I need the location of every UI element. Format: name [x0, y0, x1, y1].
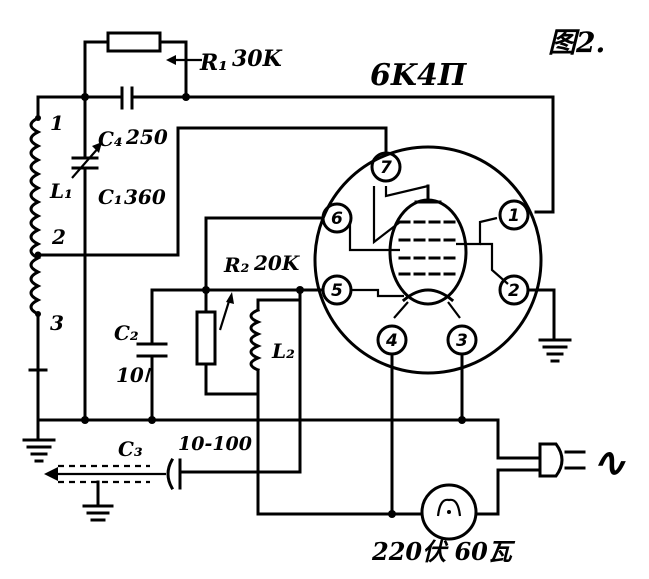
tube-pin-3: 3 [446, 324, 478, 356]
r1-value: 30K [232, 46, 283, 72]
lamp-caption: 220伏 60瓦 [371, 537, 516, 566]
svg-text:7: 7 [380, 158, 392, 178]
tube-6k4p [313, 145, 543, 375]
coil-tap-1: 1 [50, 111, 64, 135]
ground-symbol-right [526, 288, 572, 363]
pin6-wire [204, 216, 325, 292]
l1-coil [28, 104, 48, 422]
tube-pin-6: 6 [321, 202, 353, 234]
c3-output-capacitor [44, 288, 302, 522]
l1-name: L₁ [49, 179, 73, 203]
lamp-220v-60w [256, 483, 478, 541]
r1-name: R₁ [199, 50, 228, 76]
r2-resistor [150, 288, 302, 396]
r2-name: R₂ [223, 253, 250, 277]
c3-name: C₃ [118, 437, 143, 461]
c4-name: C₄ [98, 127, 123, 151]
svg-text:2: 2 [508, 281, 520, 301]
l2-name: L₂ [271, 339, 295, 363]
top-rail [36, 86, 555, 214]
ground-symbol-left [22, 438, 56, 463]
tube-pin-5: 5 [321, 274, 353, 306]
c1-name: C₁ [98, 185, 123, 209]
tap2-feedback-wire [36, 126, 388, 257]
svg-text:3: 3 [456, 331, 468, 351]
coil-tap-2: 2 [51, 225, 66, 249]
tube-pin-4: 4 [376, 324, 408, 356]
tube-pin-2: 2 [498, 274, 530, 306]
c2-name: C₂ [114, 321, 139, 345]
tube-pin-7: 7 [370, 151, 402, 183]
coil-tap-3: 3 [50, 311, 64, 335]
ground-bus [36, 352, 500, 442]
ac-source-symbol: ∿ [592, 439, 626, 486]
c2-value: 10 [116, 363, 144, 387]
mains-plug [476, 418, 586, 516]
c2-capacitor [136, 288, 168, 422]
c1-variable-capacitor [71, 95, 102, 422]
r1-resistor [83, 31, 202, 99]
svg-text:5: 5 [331, 281, 343, 301]
svg-text:4: 4 [385, 331, 398, 351]
c1-value: 360 [124, 185, 166, 209]
svg-text:1: 1 [508, 206, 520, 226]
tube-pin-1: 1 [498, 199, 530, 231]
c3-value: 10-100 [178, 433, 252, 455]
tube-type-label: 6K4Π [370, 58, 468, 93]
c4-value: 250 [125, 125, 168, 149]
svg-text:6: 6 [331, 209, 343, 229]
figure-label: 图2. [548, 26, 605, 59]
r2-value: 20K [253, 251, 301, 275]
l2-coil [249, 288, 302, 516]
